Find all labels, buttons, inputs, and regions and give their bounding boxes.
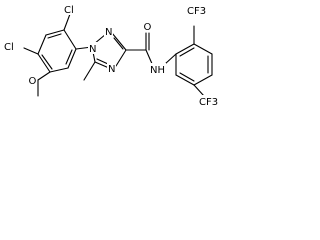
- bond: [179, 47, 195, 57]
- bond: [45, 29, 65, 36]
- atom-triazole-n4: N: [108, 64, 115, 75]
- bond: [63, 13, 71, 31]
- atom-methoxy-oxygen: O: [29, 76, 37, 87]
- bond: [164, 53, 177, 65]
- atom-cl-left: Cl: [4, 42, 14, 53]
- bond: [83, 61, 96, 81]
- atom-carbonyl-oxygen: O: [144, 22, 152, 33]
- bond: [96, 58, 109, 65]
- bond: [193, 84, 205, 97]
- bond: [37, 34, 47, 55]
- bond: [179, 72, 195, 82]
- atom-cf3-bottom: CF3: [199, 97, 218, 108]
- molecule-structure-diagram: Cl Cl O N N N O NH CF3 CF3: [3, 3, 220, 108]
- bond: [65, 49, 73, 65]
- bond: [175, 43, 195, 55]
- bond: [115, 49, 127, 67]
- bond: [41, 54, 53, 70]
- atom-cl-upper: Cl: [64, 5, 74, 16]
- bond: [113, 37, 124, 50]
- atom-cf3-top: CF3: [187, 6, 206, 17]
- bond: [63, 29, 77, 50]
- atom-labels: Cl Cl O N N N O NH CF3 CF3: [3, 3, 220, 108]
- bond: [193, 74, 213, 86]
- bond: [49, 67, 69, 73]
- bond: [175, 74, 195, 86]
- bond: [37, 71, 51, 81]
- atom-triazole-n2: N: [105, 27, 112, 38]
- bond: [94, 61, 110, 69]
- atom-triazole-n1: N: [89, 44, 96, 55]
- bond: [37, 53, 51, 73]
- atom-amide-nh: NH: [150, 65, 165, 76]
- bond: [23, 47, 39, 55]
- bond: [67, 48, 77, 69]
- bond: [111, 32, 127, 51]
- bond: [47, 33, 62, 39]
- bond: [193, 43, 213, 55]
- bonds: [23, 13, 213, 97]
